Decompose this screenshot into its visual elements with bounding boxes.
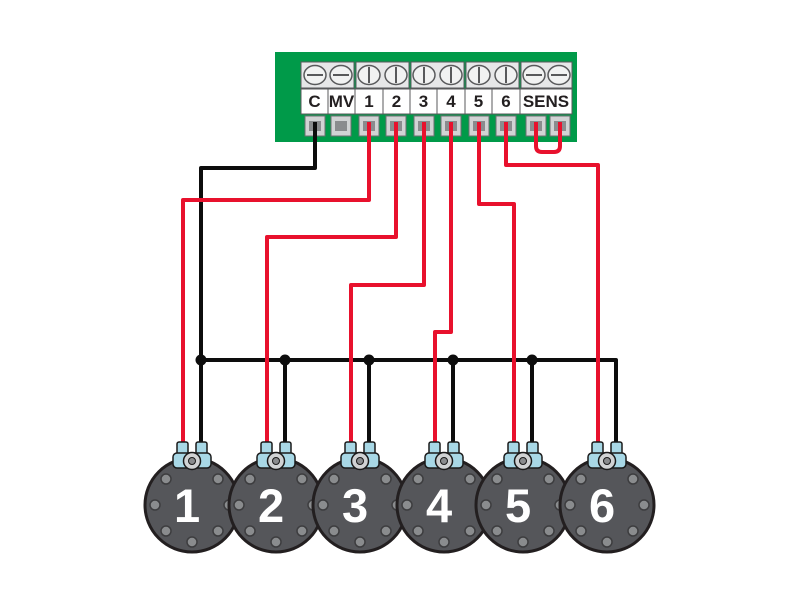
screw-terminal-row: [300, 61, 573, 89]
valves-row: 1 2 3 4 5 6: [143, 440, 656, 554]
terminal-label-1: 1: [364, 92, 373, 111]
valve-4: 4: [395, 440, 493, 554]
terminal-board: C MV 1 2 3 4 5 6 SENS: [275, 52, 577, 142]
terminal-label-4: 4: [446, 92, 456, 111]
valve-3: 3: [311, 440, 409, 554]
junction-dot: [279, 354, 291, 366]
valve-2-number: 2: [258, 479, 284, 532]
station-wiring: [181, 122, 600, 450]
common-wiring: [195, 122, 618, 450]
valve-2: 2: [227, 440, 325, 554]
hot-wire-valve-2: [265, 122, 398, 450]
hot-wire-valve-5: [477, 122, 516, 450]
valve-5: 5: [474, 440, 572, 554]
valve-4-number: 4: [426, 479, 452, 532]
hot-wire-valve-3: [349, 122, 426, 450]
valve-6-number: 6: [589, 479, 615, 532]
terminal-label-sens: SENS: [523, 92, 569, 111]
hot-wire-valve-1: [181, 122, 371, 450]
junction-dot: [447, 354, 459, 366]
terminal-label-3: 3: [419, 92, 428, 111]
valve-3-number: 3: [342, 479, 368, 532]
terminal-label-2: 2: [392, 92, 401, 111]
terminal-label-c: C: [308, 92, 320, 111]
junction-dot: [526, 354, 538, 366]
sens-jumper-wire: [534, 122, 562, 154]
common-bus-wire: [201, 358, 618, 450]
valve-5-number: 5: [505, 479, 531, 532]
hot-wire-valve-4: [433, 122, 453, 450]
valve-1-number: 1: [174, 479, 200, 532]
wire-slot-mv-opening: [335, 121, 347, 131]
valve-6: 6: [558, 440, 656, 554]
hot-wire-valve-6: [504, 122, 600, 450]
junction-dot: [363, 354, 375, 366]
terminal-label-mv: MV: [329, 92, 355, 111]
terminal-label-strip: C MV 1 2 3 4 5 6 SENS: [300, 88, 573, 115]
terminal-label-5: 5: [474, 92, 483, 111]
junction-dot: [195, 354, 207, 366]
valve-1: 1: [143, 440, 241, 554]
common-wire-from-c: [199, 122, 317, 450]
terminal-label-6: 6: [501, 92, 510, 111]
